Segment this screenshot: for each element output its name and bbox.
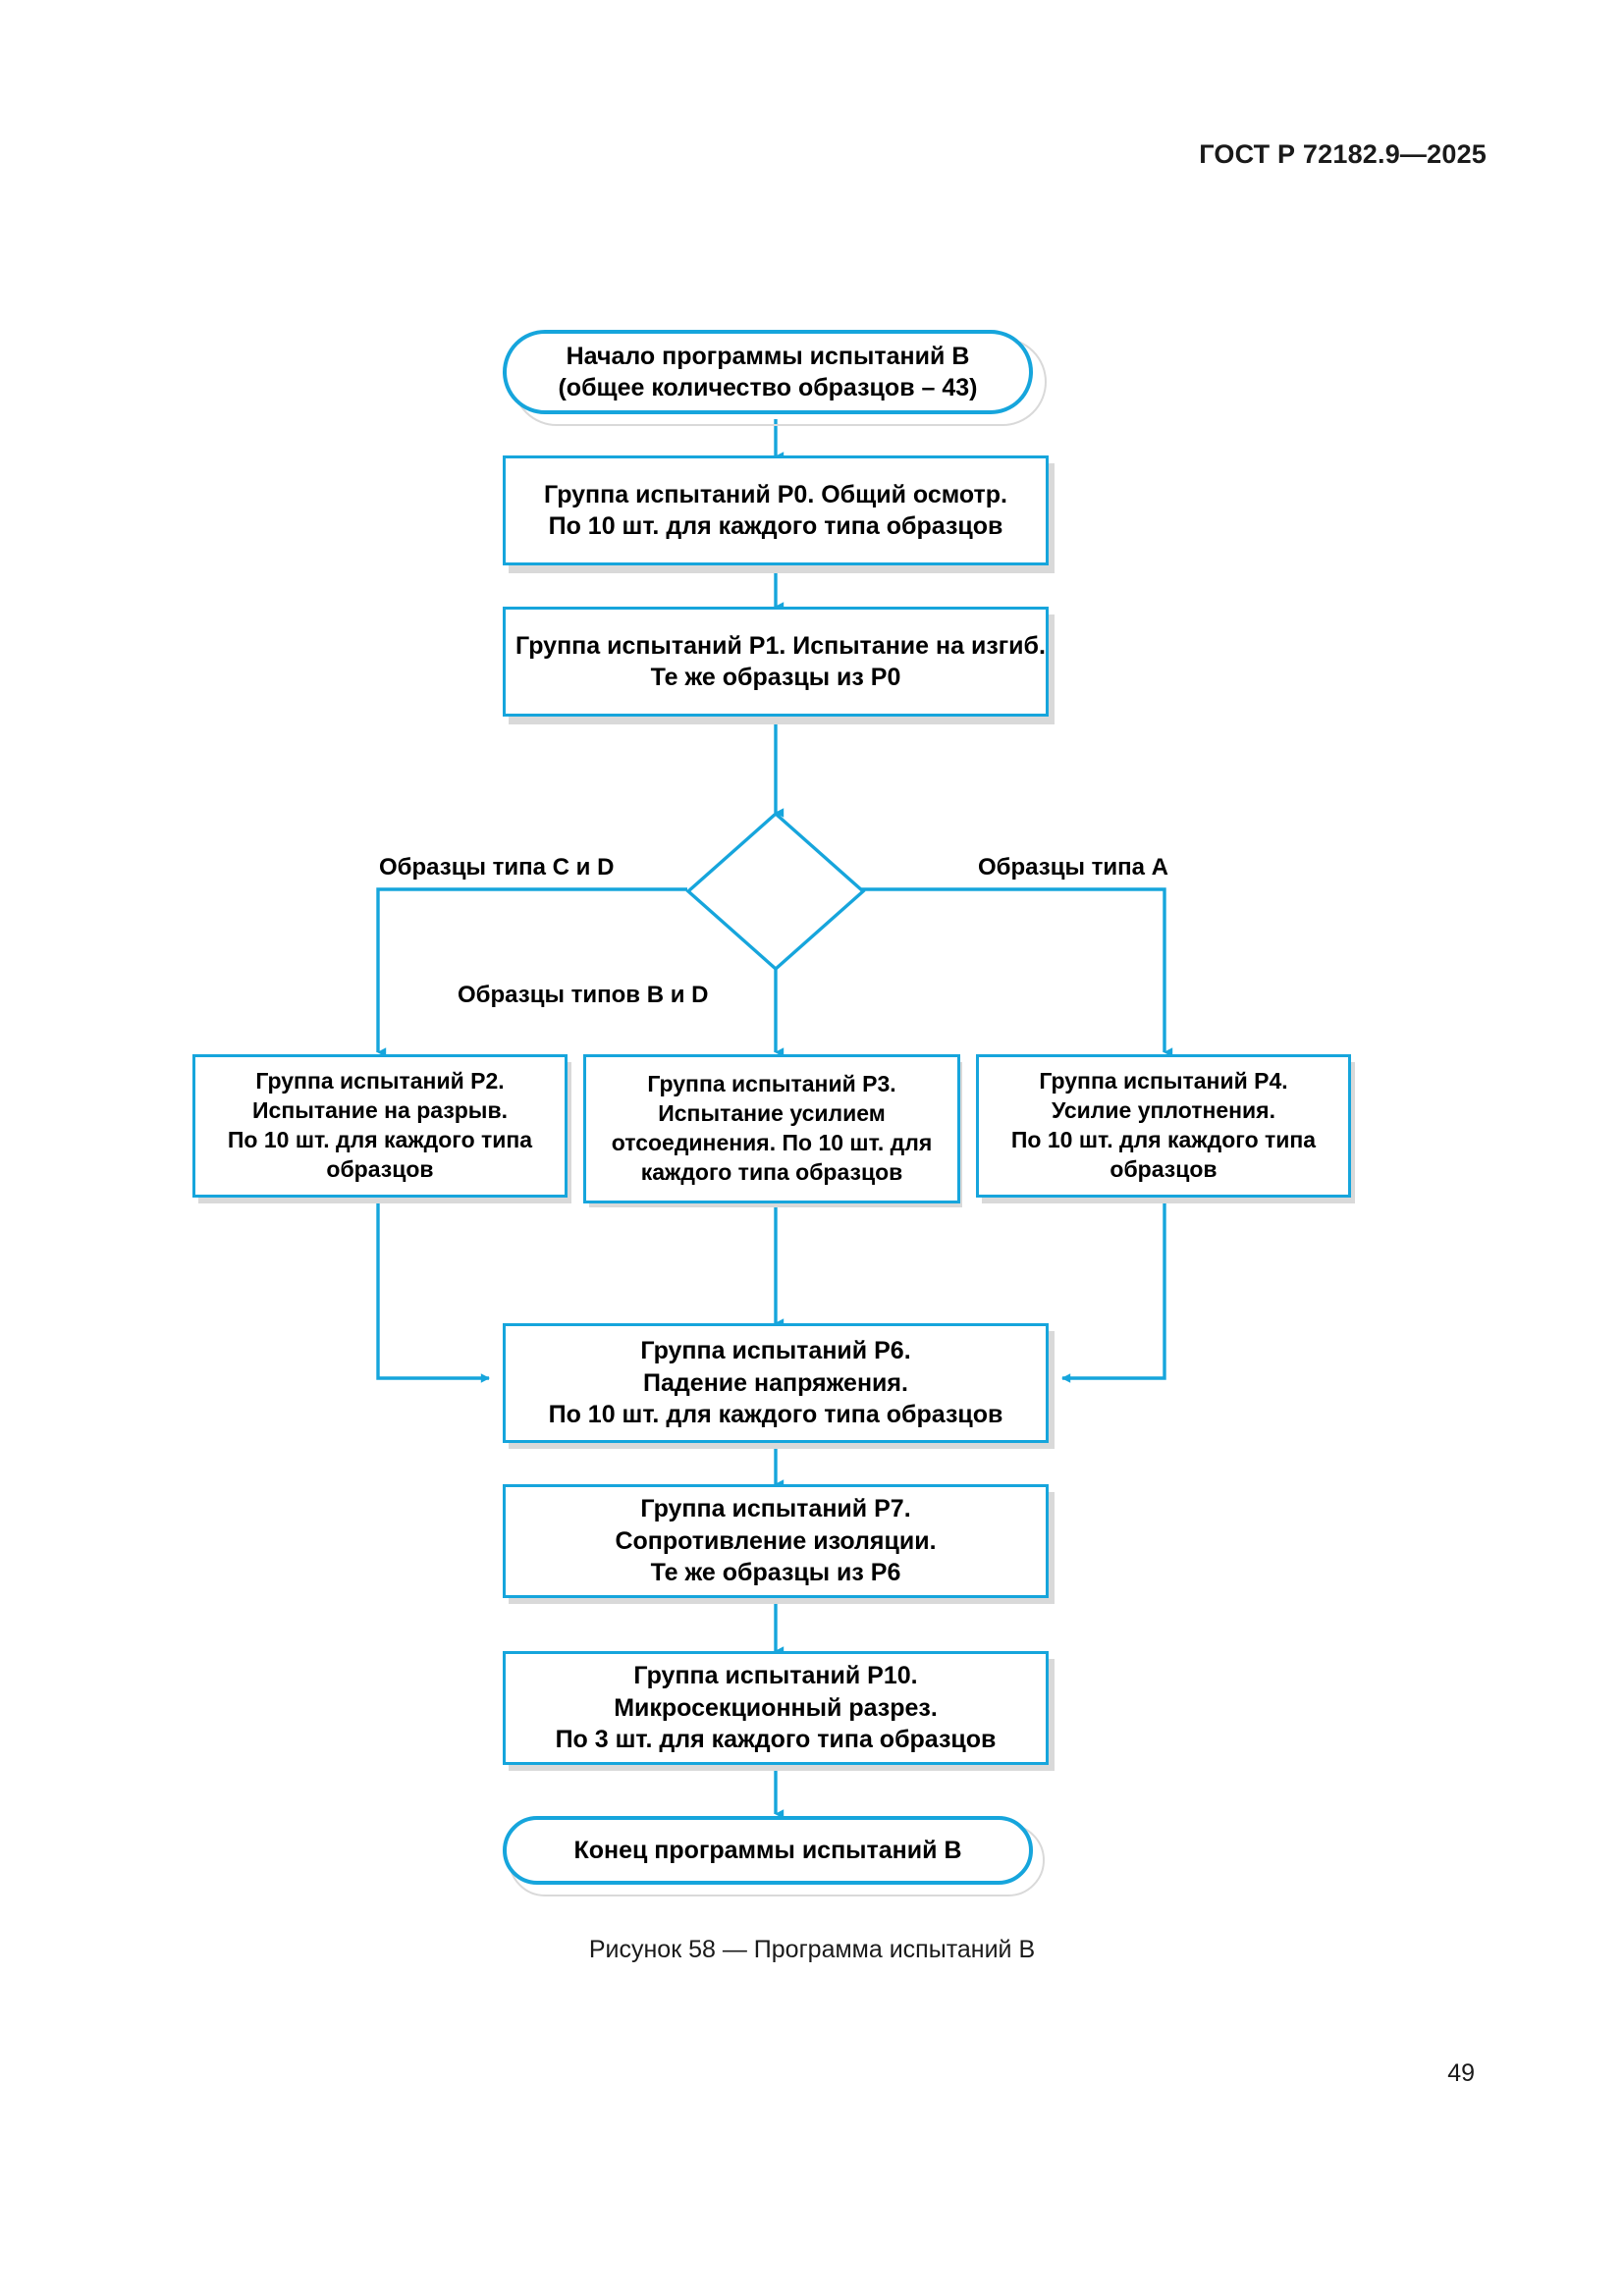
- node-start-line-1: Начало программы испытаний B: [566, 342, 970, 370]
- node-p10-line-1: Группа испытаний P10.: [633, 1662, 918, 1690]
- node-p2-line-2: Испытание на разрыв.: [252, 1097, 508, 1124]
- node-end-line-1: Конец программы испытаний B: [573, 1836, 962, 1864]
- edge-label-center-branch: Образцы типов B и D: [458, 982, 709, 1008]
- node-p0[interactable]: Группа испытаний P0. Общий осмотр. По 10…: [503, 455, 1049, 565]
- node-p4[interactable]: Группа испытаний P4. Усилие уплотнения. …: [976, 1054, 1351, 1198]
- node-p10[interactable]: Группа испытаний P10. Микросекционный ра…: [503, 1651, 1049, 1765]
- node-p7[interactable]: Группа испытаний P7. Сопротивление изоля…: [503, 1484, 1049, 1598]
- node-p3[interactable]: Группа испытаний P3. Испытание усилием о…: [583, 1054, 960, 1203]
- node-p10-line-2: Микросекционный разрез.: [614, 1693, 938, 1722]
- node-p0-line-1: Группа испытаний P0. Общий осмотр.: [543, 480, 1008, 508]
- node-p0-line-2: По 10 шт. для каждого типа образцов: [548, 512, 1003, 540]
- node-p1-line-1: Группа испытаний P1. Испытание на изгиб.: [515, 631, 1046, 660]
- node-p2-line-1: Группа испытаний P2.: [255, 1068, 505, 1095]
- node-end[interactable]: Конец программы испытаний B: [503, 1816, 1033, 1885]
- node-p7-line-1: Группа испытаний P7.: [640, 1495, 911, 1523]
- node-p3-line-2: Испытание усилием: [658, 1100, 886, 1127]
- node-p2-line-3: По 10 шт. для каждого типа: [227, 1127, 533, 1152]
- node-p2[interactable]: Группа испытаний P2. Испытание на разрыв…: [192, 1054, 568, 1198]
- node-p4-line-2: Усилие уплотнения.: [1052, 1097, 1275, 1124]
- node-p7-line-2: Сопротивление изоляции.: [615, 1526, 937, 1555]
- node-p6-line-3: По 10 шт. для каждого типа образцов: [548, 1401, 1003, 1429]
- node-start-line-2: (общее количество образцов – 43): [558, 374, 978, 401]
- node-start[interactable]: Начало программы испытаний B (общее коли…: [503, 330, 1033, 414]
- node-p10-line-3: По 3 шт. для каждого типа образцов: [555, 1726, 997, 1754]
- node-p3-line-1: Группа испытаний P3.: [647, 1071, 896, 1097]
- node-p3-line-4: каждого типа образцов: [640, 1158, 903, 1185]
- figure-flowchart: Начало программы испытаний B (общее коли…: [192, 330, 1355, 1896]
- figure-caption: Рисунок 58 — Программа испытаний B: [588, 1936, 1036, 1963]
- node-p4-line-1: Группа испытаний P4.: [1039, 1068, 1288, 1095]
- edge-label-left-branch: Образцы типа C и D: [379, 854, 615, 881]
- node-p3-line-3: отсоединения. По 10 шт. для: [611, 1130, 933, 1155]
- node-p4-line-4: образцов: [1110, 1155, 1218, 1182]
- decision-diamond-shape: [685, 811, 866, 972]
- node-p6-line-1: Группа испытаний P6.: [640, 1337, 911, 1365]
- node-p7-line-3: Те же образцы из P6: [650, 1559, 901, 1587]
- edge-label-right-branch: Образцы типа A: [978, 854, 1168, 881]
- node-p6[interactable]: Группа испытаний P6. Падение напряжения.…: [503, 1323, 1049, 1443]
- node-p1[interactable]: Группа испытаний P1. Испытание на изгиб.…: [503, 607, 1049, 717]
- node-decision-sample-type[interactable]: [683, 809, 868, 974]
- page-number: 49: [1447, 2059, 1475, 2087]
- node-p6-line-2: Падение напряжения.: [643, 1368, 908, 1397]
- document-header-standard-code: ГОСТ Р 72182.9—2025: [1199, 139, 1487, 169]
- node-p2-line-4: образцов: [326, 1155, 434, 1182]
- node-p4-line-3: По 10 шт. для каждого типа: [1010, 1127, 1317, 1152]
- node-p1-line-2: Те же образцы из P0: [650, 664, 901, 691]
